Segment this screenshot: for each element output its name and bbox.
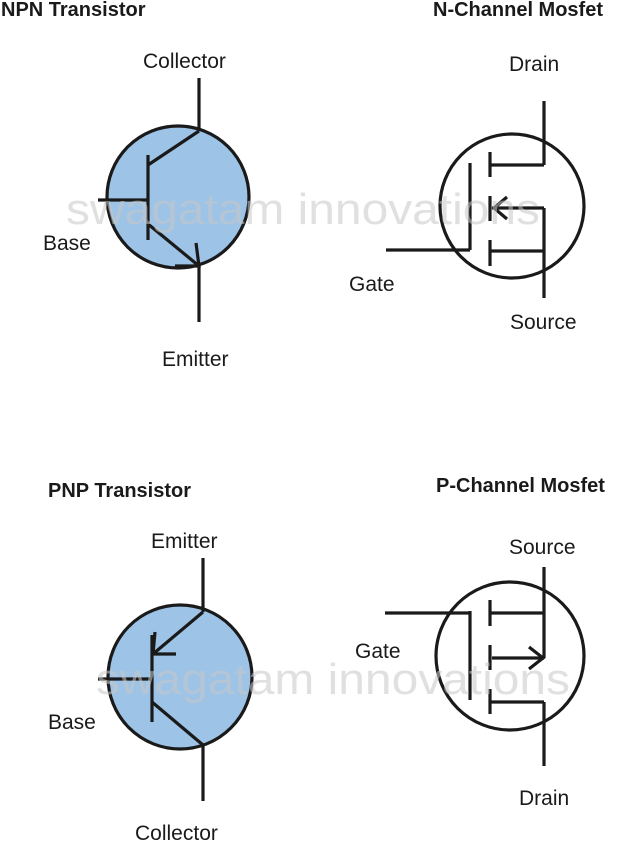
n-channel-mosfet-symbol: N-Channel Mosfet Drain Gate Source (349, 0, 603, 334)
watermark-top: swagatam innovations (66, 185, 540, 234)
pmos-title: P-Channel Mosfet (436, 475, 605, 497)
npn-emitter-label: Emitter (162, 348, 229, 371)
npn-body-circle (105, 124, 251, 270)
pnp-transistor-symbol: PNP Transistor Emitter Base Collector (48, 480, 254, 842)
nmos-body-circle (438, 132, 586, 280)
nmos-gate-label: Gate (349, 273, 395, 296)
pnp-emitter-line (151, 610, 205, 656)
nmos-title: N-Channel Mosfet (433, 0, 603, 21)
npn-collector-line (147, 129, 200, 167)
pnp-emitter-label: Emitter (151, 530, 218, 553)
pnp-body-circle (106, 603, 254, 751)
npn-emitter-line (146, 222, 201, 268)
nmos-drain-label: Drain (509, 53, 559, 76)
npn-title: NPN Transistor (1, 0, 146, 21)
pmos-body-circle (434, 580, 586, 732)
pnp-title: PNP Transistor (48, 480, 191, 502)
nmos-source-label: Source (510, 311, 577, 334)
npn-collector-label: Collector (143, 50, 226, 73)
pnp-collector-line (150, 700, 205, 747)
p-channel-mosfet-symbol: P-Channel Mosfet Source Gate Drain (355, 475, 605, 810)
pnp-base-label: Base (48, 711, 96, 734)
pmos-source-label: Source (509, 536, 576, 559)
pmos-gate-label: Gate (355, 640, 401, 663)
pnp-collector-label: Collector (135, 822, 218, 842)
pmos-body-arrow (528, 645, 546, 671)
pmos-drain-label: Drain (519, 787, 569, 810)
npn-transistor-symbol: NPN Transistor Collector Base Emitter (1, 0, 251, 371)
npn-base-label: Base (43, 232, 91, 255)
nmos-body-arrow (491, 195, 509, 221)
watermark-bottom: swagatam innovations (96, 655, 570, 704)
